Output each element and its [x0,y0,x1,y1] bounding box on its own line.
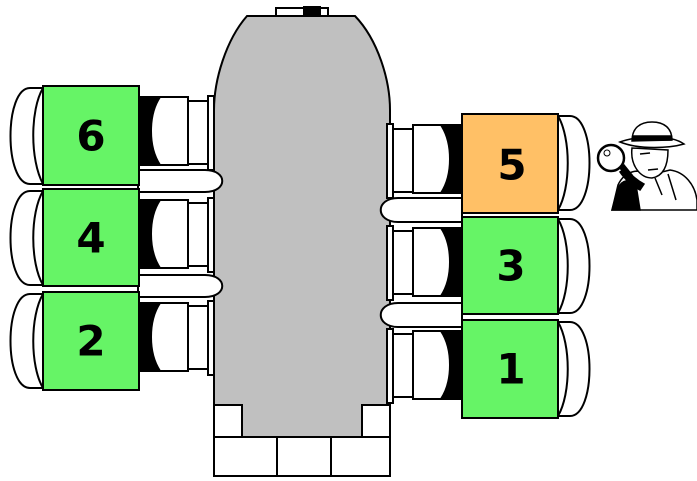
detective-brow [639,152,651,155]
unit-3-cap [557,218,591,314]
central-body [213,6,391,477]
unit-2-label: 2 [76,317,105,366]
bottom-bay-1 [213,436,278,477]
unit-3-flange-outer [392,230,414,295]
top-connector-dark [303,6,321,17]
unit-5-flange-inner [386,123,394,199]
unit-3-label: 3 [496,242,525,291]
unit-5-cap [557,115,591,211]
detective-collar [654,173,677,201]
unit-2-cap-inner [32,293,44,389]
unit-1[interactable]: 1 [386,319,591,419]
bottom-bay-2 [276,436,332,477]
detective-hat-band [632,135,672,141]
unit-1-flange-outer [392,333,414,398]
unit-4-cap-inner [32,190,44,286]
unit-6-label: 6 [76,112,105,161]
magnifier-handle [618,163,634,180]
right-pipe-lower [379,302,463,328]
unit-2-flange-inner [207,300,215,376]
unit-5-cap-inner [557,115,569,211]
unit-6-box[interactable] [42,85,140,186]
unit-5[interactable]: 5 [386,113,591,214]
detective-with-magnifying-glass-icon [596,121,697,211]
unit-4-label: 4 [76,214,105,263]
bottom-bay-3 [330,436,391,477]
unit-5-label: 5 [497,141,526,190]
unit-2-box[interactable] [42,291,140,391]
unit-2-nozzle-curve [150,302,189,372]
bottom-right-corner [361,404,391,438]
magnifier-lens-glint [603,149,611,157]
unit-5-nozzle-curve [412,124,451,194]
left-pipe-lower [137,274,224,298]
unit-6-flange-outer [187,100,209,165]
left-pipe-upper [137,169,224,193]
right-connectors [379,197,463,328]
unit-5-flange-outer [392,128,414,193]
unit-3-box[interactable] [461,216,559,315]
unit-3[interactable]: 3 [386,216,591,315]
left-connectors [137,169,224,298]
unit-4-box[interactable] [42,188,140,287]
unit-5-box[interactable] [461,113,559,214]
unit-4-flange-inner [207,197,215,273]
unit-1-nozzle-curve [412,330,451,400]
unit-1-flange-inner [386,328,394,404]
unit-2-flange-outer [187,305,209,370]
unit-3-flange-inner [386,225,394,301]
unit-4[interactable]: 4 [9,188,215,287]
unit-4-nozzle-curve [150,199,189,269]
bottom-left-corner [213,404,243,438]
unit-1-cap-inner [557,321,569,417]
unit-6-flange-inner [207,95,215,171]
unit-1-label: 1 [496,345,525,394]
unit-2[interactable]: 2 [9,291,215,391]
unit-4-flange-outer [187,202,209,267]
main-body-shape [213,15,391,438]
unit-1-box[interactable] [461,319,559,419]
unit-6-cap-inner [32,87,44,185]
unit-3-nozzle-curve [412,227,451,297]
unit-3-cap-inner [557,218,569,314]
unit-6-nozzle-curve [150,96,189,166]
right-pipe-upper [379,197,463,223]
unit-6[interactable]: 6 [9,85,215,186]
detective-mouth [647,168,659,171]
detective-face [631,147,669,179]
unit-1-cap [557,321,591,417]
